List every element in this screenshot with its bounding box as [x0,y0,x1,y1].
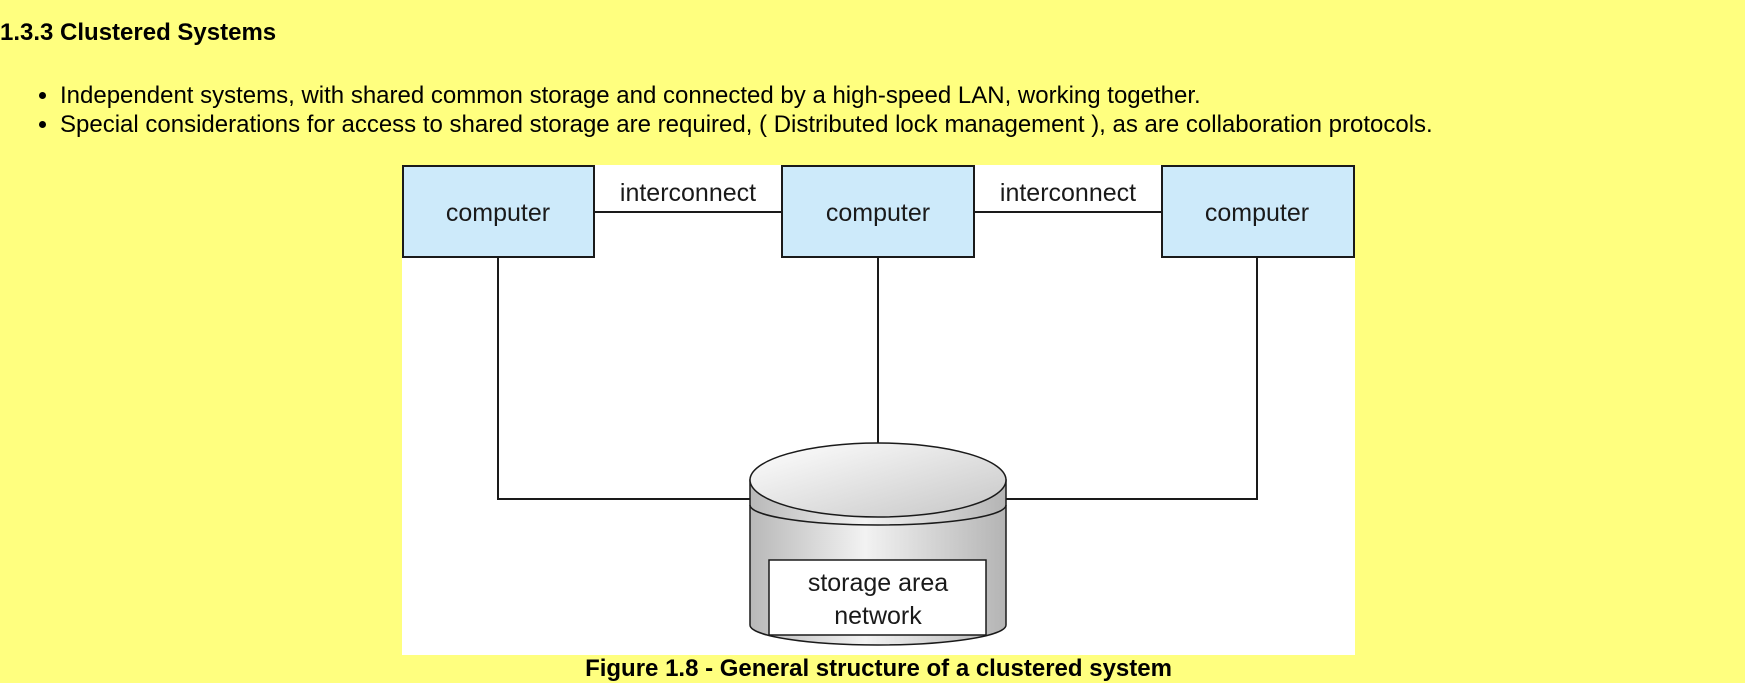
interconnect-label: interconnect [1000,179,1136,207]
storage-label-line2: network [834,602,922,630]
computer-label: computer [1205,199,1309,227]
connector-left [497,257,750,500]
figure-caption: Figure 1.8 - General structure of a clus… [585,655,1172,682]
computer-label: computer [826,199,930,227]
section-heading: 1.3.3 Clustered Systems [0,19,277,46]
clustered-system-diagram: interconnect interconnect computer compu… [402,165,1355,655]
interconnect-label: interconnect [620,179,756,207]
computer-label: computer [446,199,550,227]
storage-connector-lines [497,257,1258,500]
list-item: Special considerations for access to sha… [60,110,1433,139]
computer-node: computer [781,165,975,258]
list-item: Independent systems, with shared common … [60,81,1433,110]
bullet-list: Independent systems, with shared common … [0,81,1433,139]
storage-label-line1: storage area [808,569,948,597]
connector-right [1006,257,1258,500]
storage-label-box: storage area network [768,559,987,636]
computer-node: computer [1161,165,1355,258]
computer-node: computer [402,165,595,258]
